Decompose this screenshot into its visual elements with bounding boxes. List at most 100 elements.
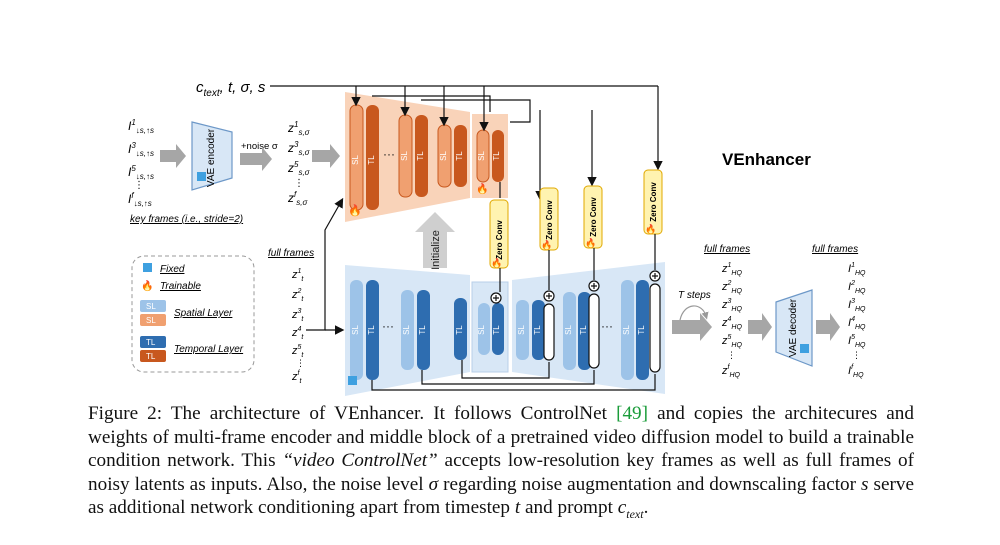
- svg-text:🔥: 🔥: [541, 239, 552, 250]
- caption-text: regarding noise augmentation and downsca…: [438, 473, 862, 495]
- svg-text:z2t: z2t: [291, 288, 304, 303]
- svg-text:Zero Conv: Zero Conv: [495, 220, 504, 260]
- hq-latents: z1HQ z2HQ z3HQ z4HQ z5HQ ⋮ zfHQ: [721, 262, 742, 379]
- svg-text:zft: zft: [291, 370, 302, 385]
- svg-text:zfHQ: zfHQ: [721, 364, 741, 379]
- initialize-arrow: Initialize: [415, 212, 455, 270]
- full-frames-label: full frames: [268, 248, 314, 259]
- svg-text:I3HQ: I3HQ: [848, 298, 866, 313]
- t-steps-label: T steps: [678, 290, 711, 301]
- svg-text:Initialize: Initialize: [430, 230, 442, 270]
- svg-text:I1↓s,↑s: I1↓s,↑s: [128, 118, 154, 135]
- caption-quote: “video ControlNet”: [282, 450, 438, 472]
- svg-text:z1t: z1t: [291, 268, 304, 283]
- svg-text:SL: SL: [351, 325, 360, 335]
- flame-icon: 🔥: [141, 279, 153, 292]
- svg-text:⋮: ⋮: [294, 178, 304, 189]
- fixed-cube-icon: [197, 172, 206, 181]
- svg-text:···: ···: [601, 319, 613, 333]
- svg-text:TL: TL: [492, 151, 501, 161]
- svg-text:I3↓s,↑s: I3↓s,↑s: [128, 141, 154, 158]
- vae-encoder: VAE encoder: [191, 121, 233, 191]
- svg-text:···: ···: [382, 319, 394, 333]
- svg-text:TL: TL: [579, 325, 588, 335]
- svg-text:z4t: z4t: [291, 326, 304, 341]
- flame-icon: 🔥: [476, 182, 488, 195]
- latent-to-controlnet: [306, 197, 344, 331]
- fixed-cube-icon: [800, 344, 809, 353]
- svg-text:I5↓s,↑s: I5↓s,↑s: [128, 164, 154, 181]
- svg-text:Trainable: Trainable: [160, 281, 201, 292]
- svg-text:z3HQ: z3HQ: [721, 298, 742, 313]
- fixed-cube-icon: [143, 263, 152, 272]
- svg-text:z3s,σ: z3s,σ: [287, 140, 311, 157]
- svg-text:SL: SL: [146, 316, 156, 325]
- svg-text:Zero Conv: Zero Conv: [649, 182, 658, 222]
- svg-text:🔥: 🔥: [491, 257, 502, 268]
- controlnet-layers: SL TL ··· SL TL SL TL SL TL: [349, 104, 504, 211]
- svg-text:SL: SL: [477, 325, 486, 335]
- caption-text: and copies the architecures and weights …: [88, 403, 914, 472]
- hq-frames: I1HQ I2HQ I3HQ I4HQ I5HQ ⋮ IfHQ: [848, 262, 866, 379]
- gray-arrow: [816, 313, 840, 341]
- key-frames-caption: key frames (i.e., stride=2): [130, 214, 243, 225]
- svg-text:Zero Conv: Zero Conv: [589, 197, 598, 237]
- svg-text:z2HQ: z2HQ: [721, 280, 742, 295]
- svg-text:TL: TL: [533, 325, 542, 335]
- svg-text:TL: TL: [146, 352, 156, 361]
- svg-text:🔥: 🔥: [645, 223, 656, 234]
- caption-text: Figure 2: The architecture of VEnhancer.…: [88, 403, 617, 424]
- svg-text:z3t: z3t: [291, 308, 304, 323]
- svg-text:SL: SL: [351, 155, 360, 165]
- svg-text:Zero Conv: Zero Conv: [545, 200, 554, 240]
- svg-text:I4HQ: I4HQ: [848, 316, 866, 331]
- caption-math: σ: [428, 473, 439, 495]
- caption-text: and prompt: [520, 497, 618, 519]
- svg-text:TL: TL: [418, 325, 427, 335]
- svg-text:TL: TL: [492, 325, 501, 335]
- svg-text:⋮: ⋮: [727, 350, 736, 360]
- skip-connections: [371, 234, 656, 391]
- svg-text:🔥: 🔥: [585, 237, 596, 248]
- unet-layers: SL TL ··· SL TL TL SL TL SL TL SL TL ···…: [350, 280, 649, 380]
- svg-text:TL: TL: [367, 325, 376, 335]
- svg-text:TL: TL: [146, 338, 156, 347]
- noise-label: +noise σ: [241, 141, 278, 152]
- svg-text:Temporal Layer: Temporal Layer: [174, 344, 244, 355]
- full-frames-label: full frames: [704, 244, 750, 255]
- svg-text:I5HQ: I5HQ: [848, 334, 866, 349]
- gray-arrow: [160, 144, 186, 168]
- cond-inputs-label: ctext, t, σ, s: [196, 79, 266, 99]
- svg-text:SL: SL: [439, 151, 448, 161]
- caption-text: .: [643, 497, 649, 519]
- svg-text:⋮: ⋮: [296, 358, 305, 368]
- caption-math: s: [861, 473, 869, 495]
- architecture-diagram: ctext, t, σ, s I1↓s,↑s I3↓s,↑s I5↓s,↑s ⋮…: [128, 79, 866, 396]
- gray-arrow: [748, 313, 772, 341]
- svg-text:z4HQ: z4HQ: [721, 316, 742, 331]
- caption-text: serve as additional network conditioning…: [88, 473, 915, 519]
- key-frames-input: I1↓s,↑s I3↓s,↑s I5↓s,↑s ⋮ If↓s,↑s: [128, 118, 154, 208]
- svg-text:z1s,σ: z1s,σ: [287, 120, 311, 137]
- loop-arrow: [679, 305, 709, 321]
- svg-text:IfHQ: IfHQ: [848, 364, 864, 379]
- svg-text:I2HQ: I2HQ: [848, 280, 866, 295]
- svg-text:If↓s,↑s: If↓s,↑s: [128, 191, 152, 208]
- svg-text:I1HQ: I1HQ: [848, 262, 866, 277]
- full-latents: z1t z2t z3t z4t z5t ⋮ zft: [291, 268, 305, 385]
- svg-text:zfs,σ: zfs,σ: [287, 190, 308, 207]
- zero-conv-blocks: Zero Conv 🔥 Zero Conv 🔥 Zero Conv 🔥 Zero…: [489, 169, 663, 269]
- svg-text:⋮: ⋮: [134, 180, 144, 191]
- figure-caption: Figure 2: The architecture of VEnhancer.…: [88, 402, 914, 527]
- legend: Fixed 🔥 Trainable SL SL Spatial Layer TL…: [131, 255, 255, 373]
- svg-text:SL: SL: [622, 325, 631, 335]
- svg-text:VAE encoder: VAE encoder: [206, 128, 217, 187]
- svg-text:z1HQ: z1HQ: [721, 262, 742, 277]
- caption-math: t: [514, 497, 521, 519]
- svg-text:TL: TL: [367, 155, 376, 165]
- citation-link[interactable]: [49]: [616, 403, 649, 424]
- svg-text:TL: TL: [637, 325, 646, 335]
- cond-connections: [351, 86, 663, 201]
- svg-text:⋮: ⋮: [852, 350, 861, 360]
- svg-text:z5s,σ: z5s,σ: [287, 160, 311, 177]
